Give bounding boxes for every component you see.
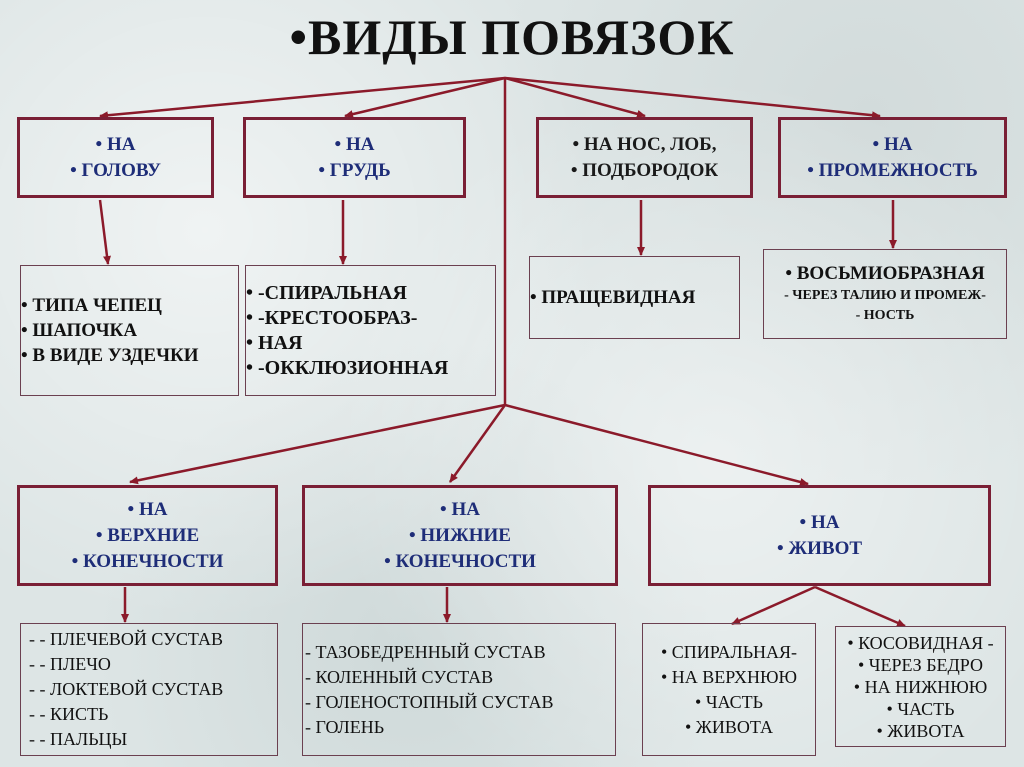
box-line: • ВЕРХНИЕ (95, 524, 200, 546)
box-head: • НА • ГОЛОВУ (17, 117, 214, 198)
box-line: • ЧАСТЬ (695, 691, 763, 712)
box-line: • ЖИВОТА (684, 716, 774, 737)
arrow (731, 585, 816, 626)
box-chest: • НА • ГРУДЬ (243, 117, 466, 198)
box-line: • НАЯ (246, 331, 303, 354)
box-line: - ЧЕРЕЗ ТАЛИЮ И ПРОМЕЖ- (784, 288, 986, 303)
box-line: • ЖИВОТ (776, 537, 863, 559)
box-line: • ЖИВОТА (876, 720, 965, 741)
box-line: • КОНЕЧНОСТИ (384, 550, 536, 572)
box-line: • НА НОС, ЛОБ, (572, 133, 717, 155)
box-lower-limbs: • НА • НИЖНИЕ • КОНЕЧНОСТИ (302, 485, 618, 586)
arrow (504, 76, 881, 120)
box-line: • -СПИРАЛЬНАЯ (246, 281, 407, 304)
box-line: • ЧЕРЕЗ БЕДРО (857, 654, 984, 675)
box-line: - - КИСТЬ (29, 704, 109, 724)
box-line: - - ЛОКТЕВОЙ СУСТАВ (29, 679, 224, 699)
box-line: - - ПЛЕЧЕВОЙ СУСТАВ (29, 629, 224, 649)
arrow (344, 76, 506, 119)
box-abdomen-oblique: • КОСОВИДНАЯ - • ЧЕРЕЗ БЕДРО • НА НИЖНЮЮ… (835, 626, 1006, 747)
box-line: • ВОСЬМИОБРАЗНАЯ (785, 263, 985, 284)
box-line: • -КРЕСТООБРАЗ- (246, 306, 418, 329)
box-line: • НА (95, 133, 136, 155)
box-line: • ЧАСТЬ (886, 698, 955, 719)
box-head-types: • ТИПА ЧЕПЕЦ • ШАПОЧКА • В ВИДЕ УЗДЕЧКИ (20, 265, 239, 396)
arrow (504, 403, 809, 486)
box-line: - - ПЛЕЧО (29, 654, 111, 674)
box-line: • ТИПА ЧЕПЕЦ (21, 295, 162, 316)
box-line: • КОСОВИДНАЯ - (847, 632, 994, 653)
arrow (504, 76, 646, 118)
box-line: - - ПАЛЬЦЫ (29, 729, 128, 749)
box-line: • ПРОМЕЖНОСТЬ (807, 159, 978, 181)
box-line: • ПОДБОРОДОК (570, 159, 719, 181)
box-line: • ПРАЩЕВИДНАЯ (530, 287, 696, 308)
arrow (448, 404, 507, 483)
arrow (98, 199, 111, 265)
box-lower-limb-parts: - ТАЗОБЕДРЕННЫЙ СУСТАВ - КОЛЕННЫЙ СУСТАВ… (302, 623, 616, 756)
box-line: • ГОЛОВУ (70, 159, 161, 181)
box-sling-type: • ПРАЩЕВИДНАЯ (529, 256, 740, 339)
box-line: • НА (799, 511, 840, 533)
arrow (99, 76, 506, 120)
box-upper-limb-parts: - - ПЛЕЧЕВОЙ СУСТАВ - - ПЛЕЧО - - ЛОКТЕВ… (20, 623, 278, 756)
box-line: • НА (440, 498, 480, 520)
arrow (814, 585, 906, 628)
box-line: • СПИРАЛЬНАЯ- (660, 641, 798, 662)
box-line: - ГОЛЕНЬ (305, 716, 385, 737)
box-abdomen-spiral: • СПИРАЛЬНАЯ- • НА ВЕРХНЮЮ • ЧАСТЬ • ЖИВ… (642, 623, 816, 756)
box-line: • -ОККЛЮЗИОННАЯ (246, 356, 449, 379)
box-line: - ТАЗОБЕДРЕННЫЙ СУСТАВ (305, 641, 546, 662)
box-line: - НОСТЬ (855, 308, 915, 323)
box-nose-forehead-chin: • НА НОС, ЛОБ, • ПОДБОРОДОК (536, 117, 753, 198)
box-line: • НИЖНИЕ (409, 524, 511, 546)
box-line: • НА НИЖНЮЮ (853, 676, 988, 697)
box-line: • ШАПОЧКА (21, 320, 138, 341)
box-line: • В ВИДЕ УЗДЕЧКИ (21, 345, 199, 366)
box-line: • НА (127, 498, 168, 520)
box-perineum: • НА • ПРОМЕЖНОСТЬ (778, 117, 1007, 198)
box-chest-types: • -СПИРАЛЬНАЯ • -КРЕСТООБРАЗ- • НАЯ • -О… (245, 265, 496, 396)
box-line: • НА ВЕРХНЮЮ (660, 666, 798, 687)
box-line: • ГРУДЬ (318, 159, 391, 181)
box-perineum-types: • ВОСЬМИОБРАЗНАЯ - ЧЕРЕЗ ТАЛИЮ И ПРОМЕЖ-… (763, 249, 1007, 339)
arrow (129, 403, 506, 485)
box-line: • НА (334, 133, 375, 155)
box-line: • НА (872, 133, 913, 155)
box-upper-limbs: • НА • ВЕРХНИЕ • КОНЕЧНОСТИ (17, 485, 278, 586)
box-abdomen: • НА • ЖИВОТ (648, 485, 991, 586)
box-line: • КОНЕЧНОСТИ (71, 550, 224, 572)
page-title: •ВИДЫ ПОВЯЗОК (289, 9, 735, 65)
box-line: - КОЛЕННЫЙ СУСТАВ (305, 666, 494, 687)
box-line: - ГОЛЕНОСТОПНЫЙ СУСТАВ (305, 691, 554, 712)
